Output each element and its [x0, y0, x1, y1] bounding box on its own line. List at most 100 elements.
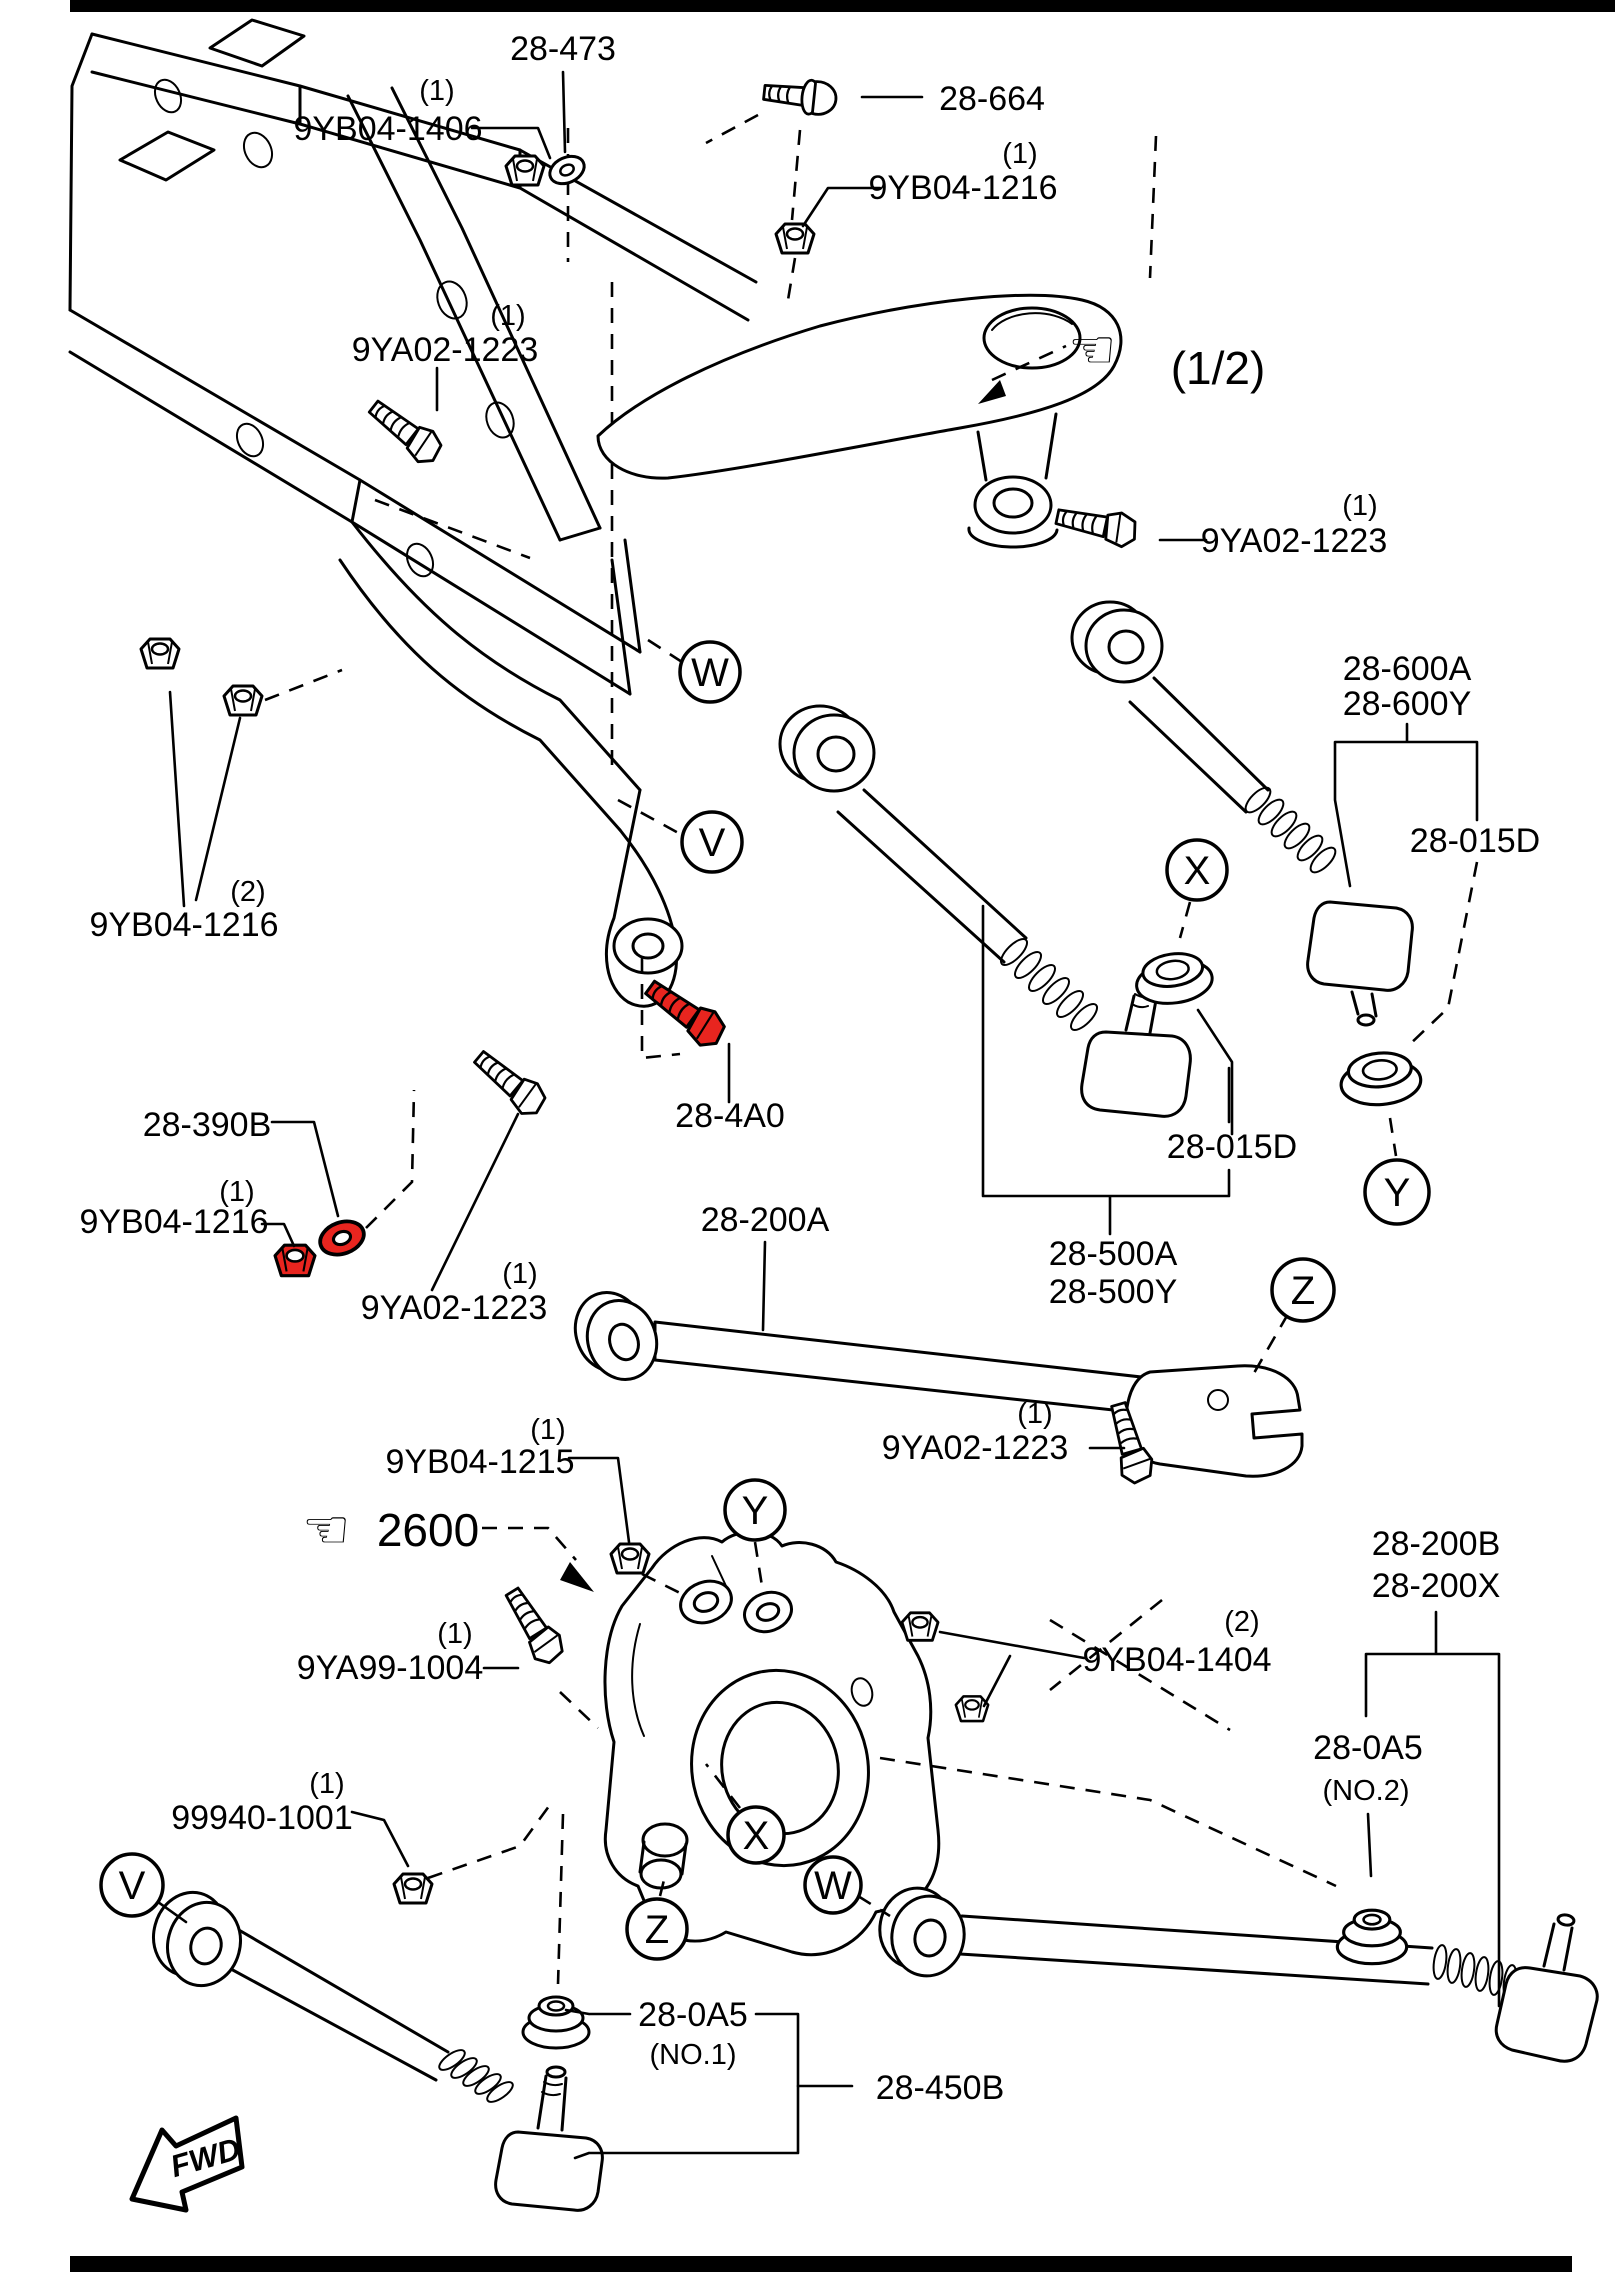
part-label-9YA02-1223-right: 9YA02-1223 — [1201, 522, 1388, 560]
part-labels: 28-473 (1) 9YB04-1406 28-664 (1) 9YB04-1… — [79, 30, 1540, 2107]
part-label-28-200A: 28-200A — [701, 1201, 830, 1239]
callout-V-upper: V — [680, 810, 744, 874]
washer-28-390B-highlighted — [313, 1213, 371, 1263]
link-28-600-drawing — [1070, 600, 1414, 1027]
qty-label: (1) — [1342, 490, 1377, 522]
screw-28-664 — [761, 74, 840, 119]
part-label-28-015D-left: 28-015D — [1167, 1128, 1297, 1166]
svg-text:X: X — [1184, 849, 1211, 893]
svg-text:Y: Y — [1384, 1171, 1411, 1215]
bolt-9YA02-1223-right — [1052, 498, 1141, 551]
part-label-9YA02-1223-bottom: 9YA02-1223 — [882, 1429, 1069, 1467]
qty-label: (1) — [219, 1176, 254, 1208]
callout-Y-right: Y — [1363, 1158, 1431, 1226]
svg-text:X: X — [743, 1814, 770, 1858]
view-reference-label: (1/2) — [1171, 342, 1266, 394]
part-label-9YB04-1216-top: 9YB04-1216 — [868, 169, 1057, 207]
nut-9YB04-1216-top — [774, 222, 816, 255]
subframe-drawing — [68, 18, 758, 1008]
callout-V-lower: V — [99, 1852, 165, 1918]
svg-text:Z: Z — [1291, 1269, 1315, 1313]
part-label-28-200X: 28-200X — [1372, 1567, 1501, 1605]
dust-boot-28-015D-left — [1131, 947, 1217, 1010]
part-label-28-500Y: 28-500Y — [1049, 1273, 1178, 1311]
qty-label: (2) — [230, 876, 265, 908]
part-label-28-600Y: 28-600Y — [1343, 685, 1472, 723]
construction-dashed-lines — [264, 113, 1158, 1229]
callout-Z-right: Z — [1270, 1257, 1336, 1323]
section-reference-label: 2600 — [377, 1504, 479, 1556]
callout-Z-lower: Z — [625, 1897, 689, 1961]
link-28-500-drawing — [778, 704, 1192, 1118]
nut-9YB04-1404-b — [954, 1695, 990, 1723]
part-label-28-450B: 28-450B — [876, 2069, 1005, 2107]
part-label-28-4A0: 28-4A0 — [675, 1097, 785, 1135]
nut-99940-1001 — [392, 1872, 434, 1905]
arrowhead-crossmember — [978, 380, 1006, 404]
note-label-no2: (NO.2) — [1323, 1775, 1410, 1807]
arrowhead-knuckle — [560, 1562, 594, 1592]
part-label-9YB04-1216-left: 9YB04-1216 — [89, 906, 278, 944]
part-label-28-200B: 28-200B — [1372, 1525, 1501, 1563]
knuckle-drawing — [603, 1530, 941, 1957]
crossmember-drawing — [596, 293, 1123, 549]
part-label-28-015D-right: 28-015D — [1410, 822, 1540, 860]
callout-circles: W V X Y Z Y X W Z V — [99, 640, 1431, 1961]
association-dashed-lines — [427, 344, 1479, 1985]
part-label-28-600A: 28-600A — [1343, 650, 1472, 688]
part-label-28-390B: 28-390B — [143, 1106, 272, 1144]
reference-pointers: ☜ (1/2) ☜ 2600 — [302, 320, 1265, 1560]
nut-9YB04-1215 — [609, 1542, 651, 1575]
qty-label: (1) — [1002, 138, 1037, 170]
svg-text:W: W — [814, 1864, 852, 1908]
qty-label: (2) — [1224, 1606, 1259, 1638]
dust-boot-28-015D-right — [1337, 1048, 1425, 1110]
qty-label: (1) — [437, 1618, 472, 1650]
part-label-99940-1001: 99940-1001 — [171, 1799, 353, 1837]
part-label-9YA02-1223-mid: 9YA02-1223 — [361, 1289, 548, 1327]
callout-X-lower: X — [726, 1805, 786, 1865]
hand-pointer-icon: ☜ — [302, 1500, 350, 1560]
callout-W-upper: W — [678, 640, 742, 704]
hand-pointer-icon: ☜ — [1068, 320, 1116, 380]
page-border — [70, 0, 1615, 2272]
svg-text:Z: Z — [645, 1908, 669, 1952]
link-28-200B-drawing — [878, 1886, 1599, 2063]
nut-9YB04-1404-a — [900, 1611, 940, 1642]
tie-rod-28-450B-drawing — [152, 1890, 604, 2212]
nut-9YB04-1216-b — [222, 684, 264, 717]
note-label-no1: (NO.1) — [650, 2039, 737, 2071]
bolt-28-4A0-highlighted — [638, 971, 733, 1054]
link-28-200A-drawing — [573, 1291, 1304, 1478]
callout-Y-mid: Y — [723, 1478, 787, 1542]
part-label-28-664: 28-664 — [939, 80, 1045, 118]
qty-label: (1) — [419, 75, 454, 107]
callout-X-upper: X — [1165, 838, 1229, 902]
nut-9YB04-1216-highlighted — [273, 1243, 317, 1278]
part-label-9YB04-1215: 9YB04-1215 — [385, 1443, 574, 1481]
nut-9YB04-1216-a — [139, 637, 181, 670]
fwd-direction-arrow: FWD — [129, 2115, 245, 2213]
part-label-9YB04-1406: 9YB04-1406 — [293, 110, 482, 148]
fwd-arrow-outline — [129, 2115, 245, 2213]
part-label-28-0A5-no1: 28-0A5 — [638, 1996, 748, 2034]
qty-label: (1) — [530, 1414, 565, 1446]
part-label-9YA02-1223-left: 9YA02-1223 — [352, 331, 539, 369]
callout-W-lower: W — [803, 1855, 863, 1915]
part-label-28-0A5-no2: 28-0A5 — [1313, 1729, 1423, 1767]
bolt-9YA02-1223-mid — [467, 1042, 553, 1122]
svg-text:Y: Y — [742, 1489, 769, 1533]
part-label-9YB04-1216-red: 9YB04-1216 — [79, 1203, 268, 1241]
qty-label: (1) — [502, 1258, 537, 1290]
qty-label: (1) — [490, 300, 525, 332]
part-label-28-500A: 28-500A — [1049, 1235, 1178, 1273]
part-label-9YB04-1404: 9YB04-1404 — [1082, 1641, 1271, 1679]
dust-boot-28-0A5-no2 — [1335, 1908, 1409, 1966]
svg-text:V: V — [699, 821, 726, 865]
qty-label: (1) — [1017, 1398, 1052, 1430]
qty-label: (1) — [309, 1768, 344, 1800]
part-label-9YA99-1004: 9YA99-1004 — [297, 1649, 484, 1687]
nut-9YB04-1406 — [504, 154, 546, 187]
